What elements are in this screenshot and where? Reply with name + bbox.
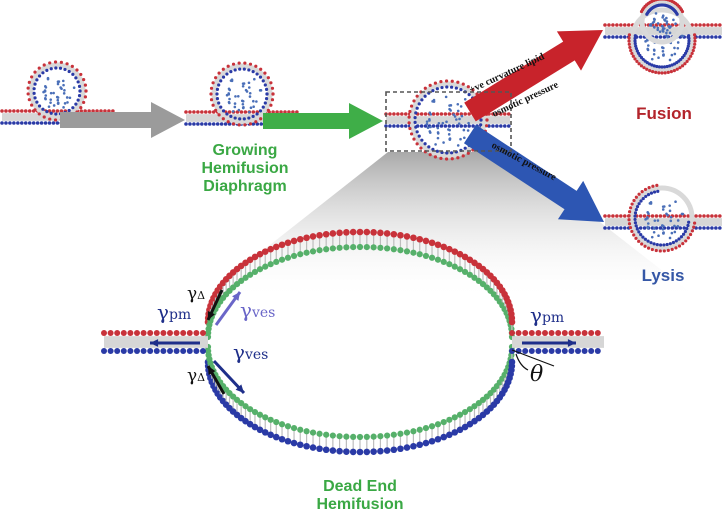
fusion-label: Fusion (636, 104, 692, 123)
dead-end-label: Dead End Hemifusion (290, 478, 430, 514)
lysis-label: Lysis (641, 266, 685, 285)
theta-angle-mark (511, 349, 555, 371)
growing-line-3: Diaphragm (203, 177, 287, 195)
gamma-delta-lower: γΔ (187, 366, 205, 386)
gamma-delta-lower-sub: Δ (197, 371, 206, 384)
gamma-pm-left-arrow (150, 339, 200, 347)
blue-arrow-lysis (463, 124, 604, 222)
zoom-cone (200, 152, 700, 300)
fusion-pore-cap (639, 0, 685, 45)
growing-line-1: Growing (212, 142, 278, 159)
gamma-pm-right-sub: pm (541, 310, 565, 326)
gamma-pm-left: γpm (157, 300, 191, 324)
lens-upper-bilayer (204, 228, 516, 341)
lysis-vesicle (627, 183, 697, 253)
plasma-membrane-3 (384, 112, 511, 128)
dead-end-line-2: Hemifusion (316, 495, 404, 513)
gamma-pm-left-sub: pm (168, 307, 192, 323)
gamma-ves-upper: γves (240, 298, 275, 322)
growing-line-2: Hemifusion (201, 159, 289, 177)
gamma-ves-lower: γves (233, 340, 268, 364)
gamma-ves-upper-arrow (214, 291, 242, 326)
lysis-membrane (603, 214, 722, 230)
gamma-pm-right-arrow (522, 339, 576, 347)
gamma-pm-right-symbol: γ (530, 303, 542, 327)
lens-lower-bilayer (204, 343, 516, 456)
gamma-delta-upper: γΔ (187, 284, 205, 304)
gamma-ves-upper-sub: ves (251, 305, 276, 321)
gamma-delta-lower-arrow (206, 365, 226, 395)
green-arrow (263, 103, 383, 139)
gamma-delta-upper-arrow (206, 289, 224, 321)
gamma-pm-right: γpm (530, 303, 564, 327)
gamma-delta-upper-sub: Δ (197, 289, 206, 302)
gamma-delta-lower-symbol: γ (187, 366, 198, 386)
gray-arrow (60, 102, 185, 138)
gamma-pm-left-symbol: γ (157, 300, 169, 324)
growing-diaphragm-label: Growing Hemifusion Diaphragm (185, 142, 305, 196)
gamma-ves-lower-sub: ves (244, 347, 269, 363)
gamma-ves-lower-arrow (212, 359, 246, 395)
dead-end-line-1: Dead End (323, 478, 397, 495)
red-arrow-fusion (464, 30, 603, 122)
gamma-ves-upper-symbol: γ (240, 298, 252, 322)
gamma-delta-upper-symbol: γ (187, 284, 198, 304)
dashed-zoom-box-icon (385, 91, 512, 152)
theta-angle-label: θ (530, 362, 544, 387)
gamma-ves-lower-symbol: γ (233, 340, 245, 364)
